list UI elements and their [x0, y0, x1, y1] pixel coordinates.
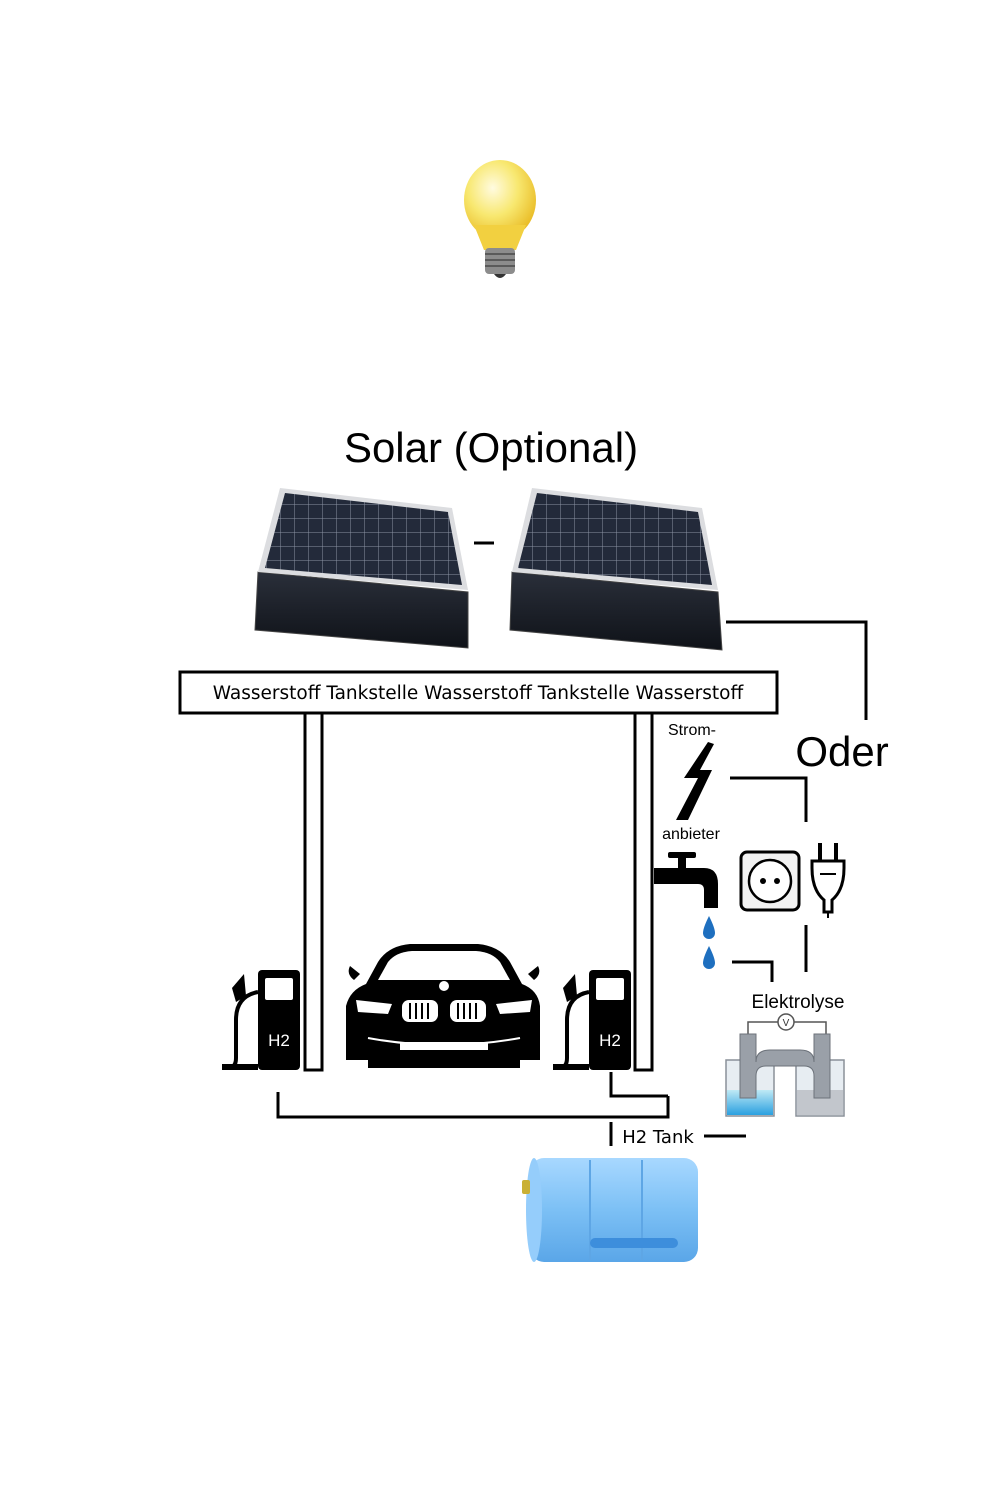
lightning-bolt-icon — [676, 742, 714, 820]
left-pump-to-tank-line — [276, 1092, 670, 1119]
pump-right-label: H2 — [599, 1031, 621, 1050]
solar-panel-left — [254, 488, 469, 649]
car-icon — [346, 944, 540, 1068]
water-tap-icon — [654, 852, 718, 908]
or-label: Oder — [795, 728, 888, 775]
solar-feed-line — [726, 620, 868, 720]
water-to-electrolysis-line — [732, 960, 774, 982]
tank-label: H2 Tank — [622, 1127, 694, 1148]
power-plug-icon — [810, 843, 846, 918]
water-drop-icon — [703, 916, 715, 939]
power-socket-icon — [739, 850, 801, 912]
station-pillar-right — [633, 711, 654, 1072]
station-sign-text: Wasserstoff Tankstelle Wasserstoff Tanks… — [213, 683, 745, 704]
h2-pump-left — [222, 970, 300, 1070]
right-pump-to-tank-line — [609, 1072, 668, 1098]
light-bulb-icon — [464, 160, 536, 278]
station-pillar-left — [303, 711, 324, 1072]
solar-title: Solar (Optional) — [344, 424, 638, 471]
electrolysis-apparatus: V — [725, 1013, 845, 1117]
water-drop-icon — [703, 946, 715, 969]
solar-panel-right — [509, 488, 723, 651]
electrolysis-label: Elektrolyse — [752, 992, 845, 1013]
provider-label-line1: Strom- — [668, 722, 716, 739]
station-roof-sign — [178, 670, 779, 715]
pump-left-label: H2 — [268, 1031, 290, 1050]
provider-label-line2: anbieter — [662, 826, 720, 843]
h2-pump-right — [553, 970, 631, 1070]
voltmeter-label: V — [783, 1018, 790, 1029]
h2-tank-barrel — [522, 1158, 698, 1262]
provider-line — [730, 776, 808, 822]
